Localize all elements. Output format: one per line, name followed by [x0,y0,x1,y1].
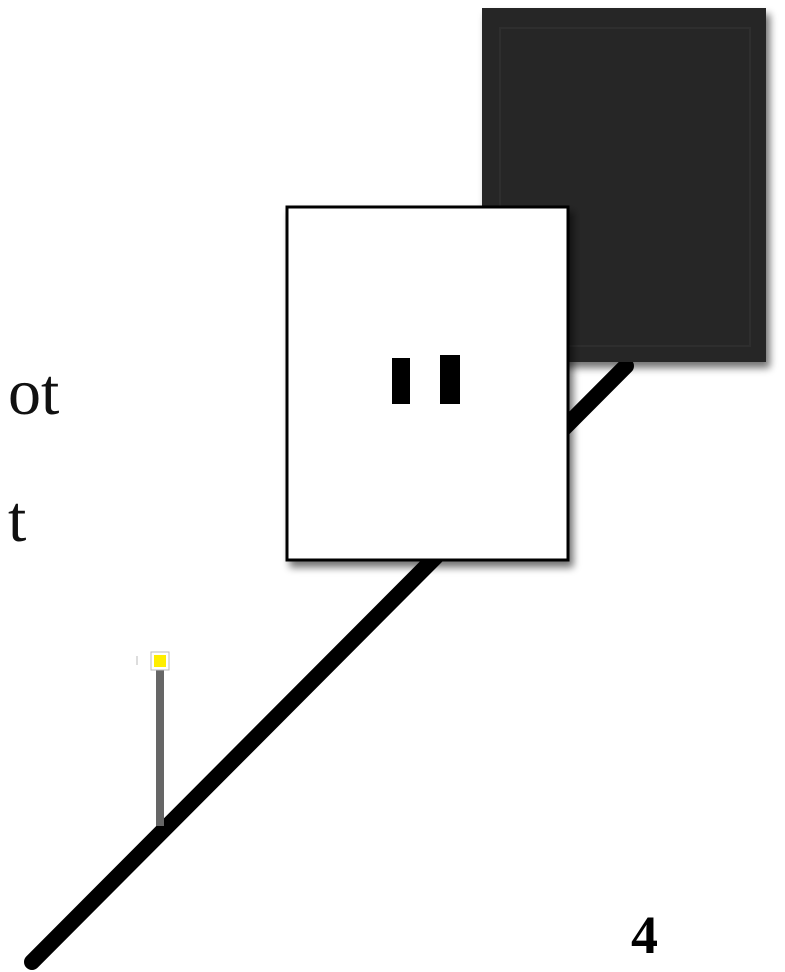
text-fragment: ot [8,360,59,426]
page-number: 4 [631,908,658,962]
white-box[interactable] [287,207,568,560]
pause-bar-right [440,355,460,404]
pause-bar-left [392,358,410,404]
marker-handle[interactable] [137,652,169,670]
text-fragment: t [8,487,26,553]
